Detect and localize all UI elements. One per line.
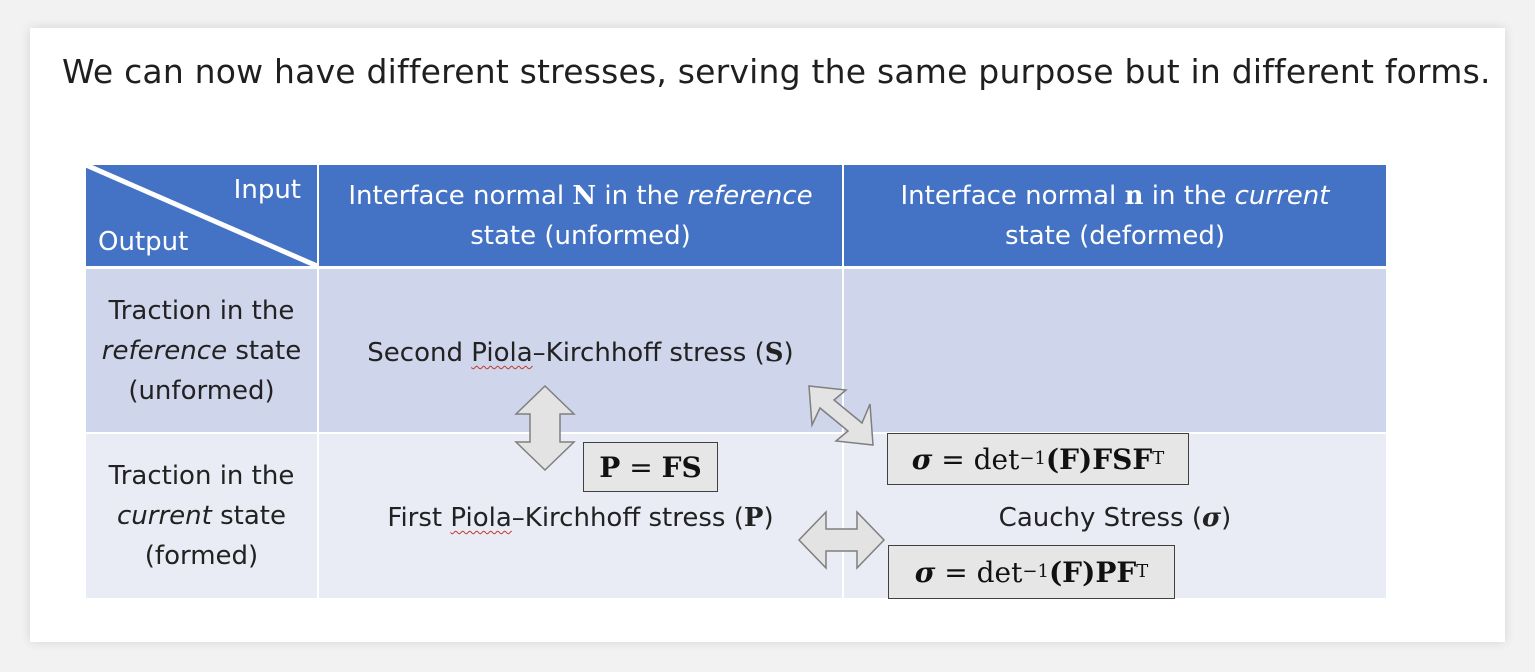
row-current-line1: Traction in the (108, 461, 295, 491)
row-current-em: current (117, 501, 212, 531)
header-current-post: state (deformed) (1004, 220, 1226, 251)
header-current-normal: Interface normal n in the current state … (844, 165, 1386, 266)
cell-second-piola-kirchhoff: Second Piola–Kirchhoff stress (S) (319, 269, 842, 432)
corner-header-cell: Input Output (86, 165, 317, 266)
formula-sigma2-lhs: σ (914, 555, 936, 589)
second-pk-post: ) (783, 338, 794, 368)
formula-sigma2-eq: = det (935, 555, 1023, 589)
formula-p-rhs: FS (661, 450, 702, 484)
vertical-double-arrow-icon (514, 384, 576, 472)
formula-sigma1-eq: = det (932, 442, 1020, 476)
diagonal-double-arrow-icon (808, 385, 874, 446)
formula-p-eq: = (620, 450, 662, 484)
header-current-mid: in the (1143, 180, 1235, 211)
header-current-em: current (1234, 180, 1330, 211)
cauchy-pre: Cauchy Stress ( (998, 503, 1202, 533)
second-pk-mid: –Kirchhoff stress ( (532, 338, 765, 368)
stress-S-symbol: S (764, 338, 784, 368)
formula-p-equals-fs: P = FS (583, 442, 718, 492)
stress-sigma-symbol: σ (1201, 503, 1222, 533)
stress-P-symbol: P (743, 503, 764, 533)
cauchy-post: ) (1221, 503, 1232, 533)
row-reference-line3: (unformed) (128, 375, 275, 406)
formula-p-lhs: P (599, 450, 621, 484)
diagonal-divider (86, 165, 317, 266)
formula-sigma1-arg: (F) (1045, 442, 1093, 476)
corner-input-label: Input (233, 175, 301, 205)
header-reference-normal: Interface normal N in the reference stat… (319, 165, 842, 266)
row-reference-em: reference (101, 335, 228, 366)
row-reference-label-cell: Traction in the reference state (unforme… (86, 269, 317, 432)
row-current-line3: (formed) (144, 541, 259, 571)
second-pk-piola: Piola (471, 338, 533, 368)
first-pk-piola: Piola (450, 503, 512, 533)
header-reference-post: state (unformed) (470, 220, 691, 251)
cell-first-piola-kirchhoff: First Piola–Kirchhoff stress (P) (319, 434, 842, 598)
corner-output-label: Output (98, 227, 189, 257)
first-pk-pre: First (387, 503, 451, 533)
formula-sigma2-arg: (F) (1048, 555, 1096, 589)
row-current-post: state (211, 501, 286, 531)
formula-sigma1-rhs: FSF (1092, 442, 1153, 476)
header-current-pre: Interface normal (900, 180, 1125, 211)
formula-sigma1-lhs: σ (911, 442, 933, 476)
formula-sigma2-rhs: PF (1095, 555, 1137, 589)
header-reference-em: reference (687, 180, 813, 211)
horizontal-double-arrow-icon (797, 510, 886, 570)
row-current-label-cell: Traction in the current state (formed) (86, 434, 317, 598)
first-pk-post: ) (763, 503, 774, 533)
row-reference-line1: Traction in the (108, 295, 295, 326)
row-reference-post: state (227, 335, 302, 366)
header-reference-mid: in the (596, 180, 688, 211)
first-pk-mid: –Kirchhoff stress ( (511, 503, 744, 533)
cell-empty-reference-current (844, 269, 1386, 432)
normal-N-symbol: N (572, 180, 597, 211)
header-reference-pre: Interface normal (348, 180, 573, 211)
normal-n-symbol: n (1124, 180, 1144, 211)
second-pk-pre: Second (367, 338, 472, 368)
slide-heading: We can now have different stresses, serv… (62, 52, 1491, 91)
